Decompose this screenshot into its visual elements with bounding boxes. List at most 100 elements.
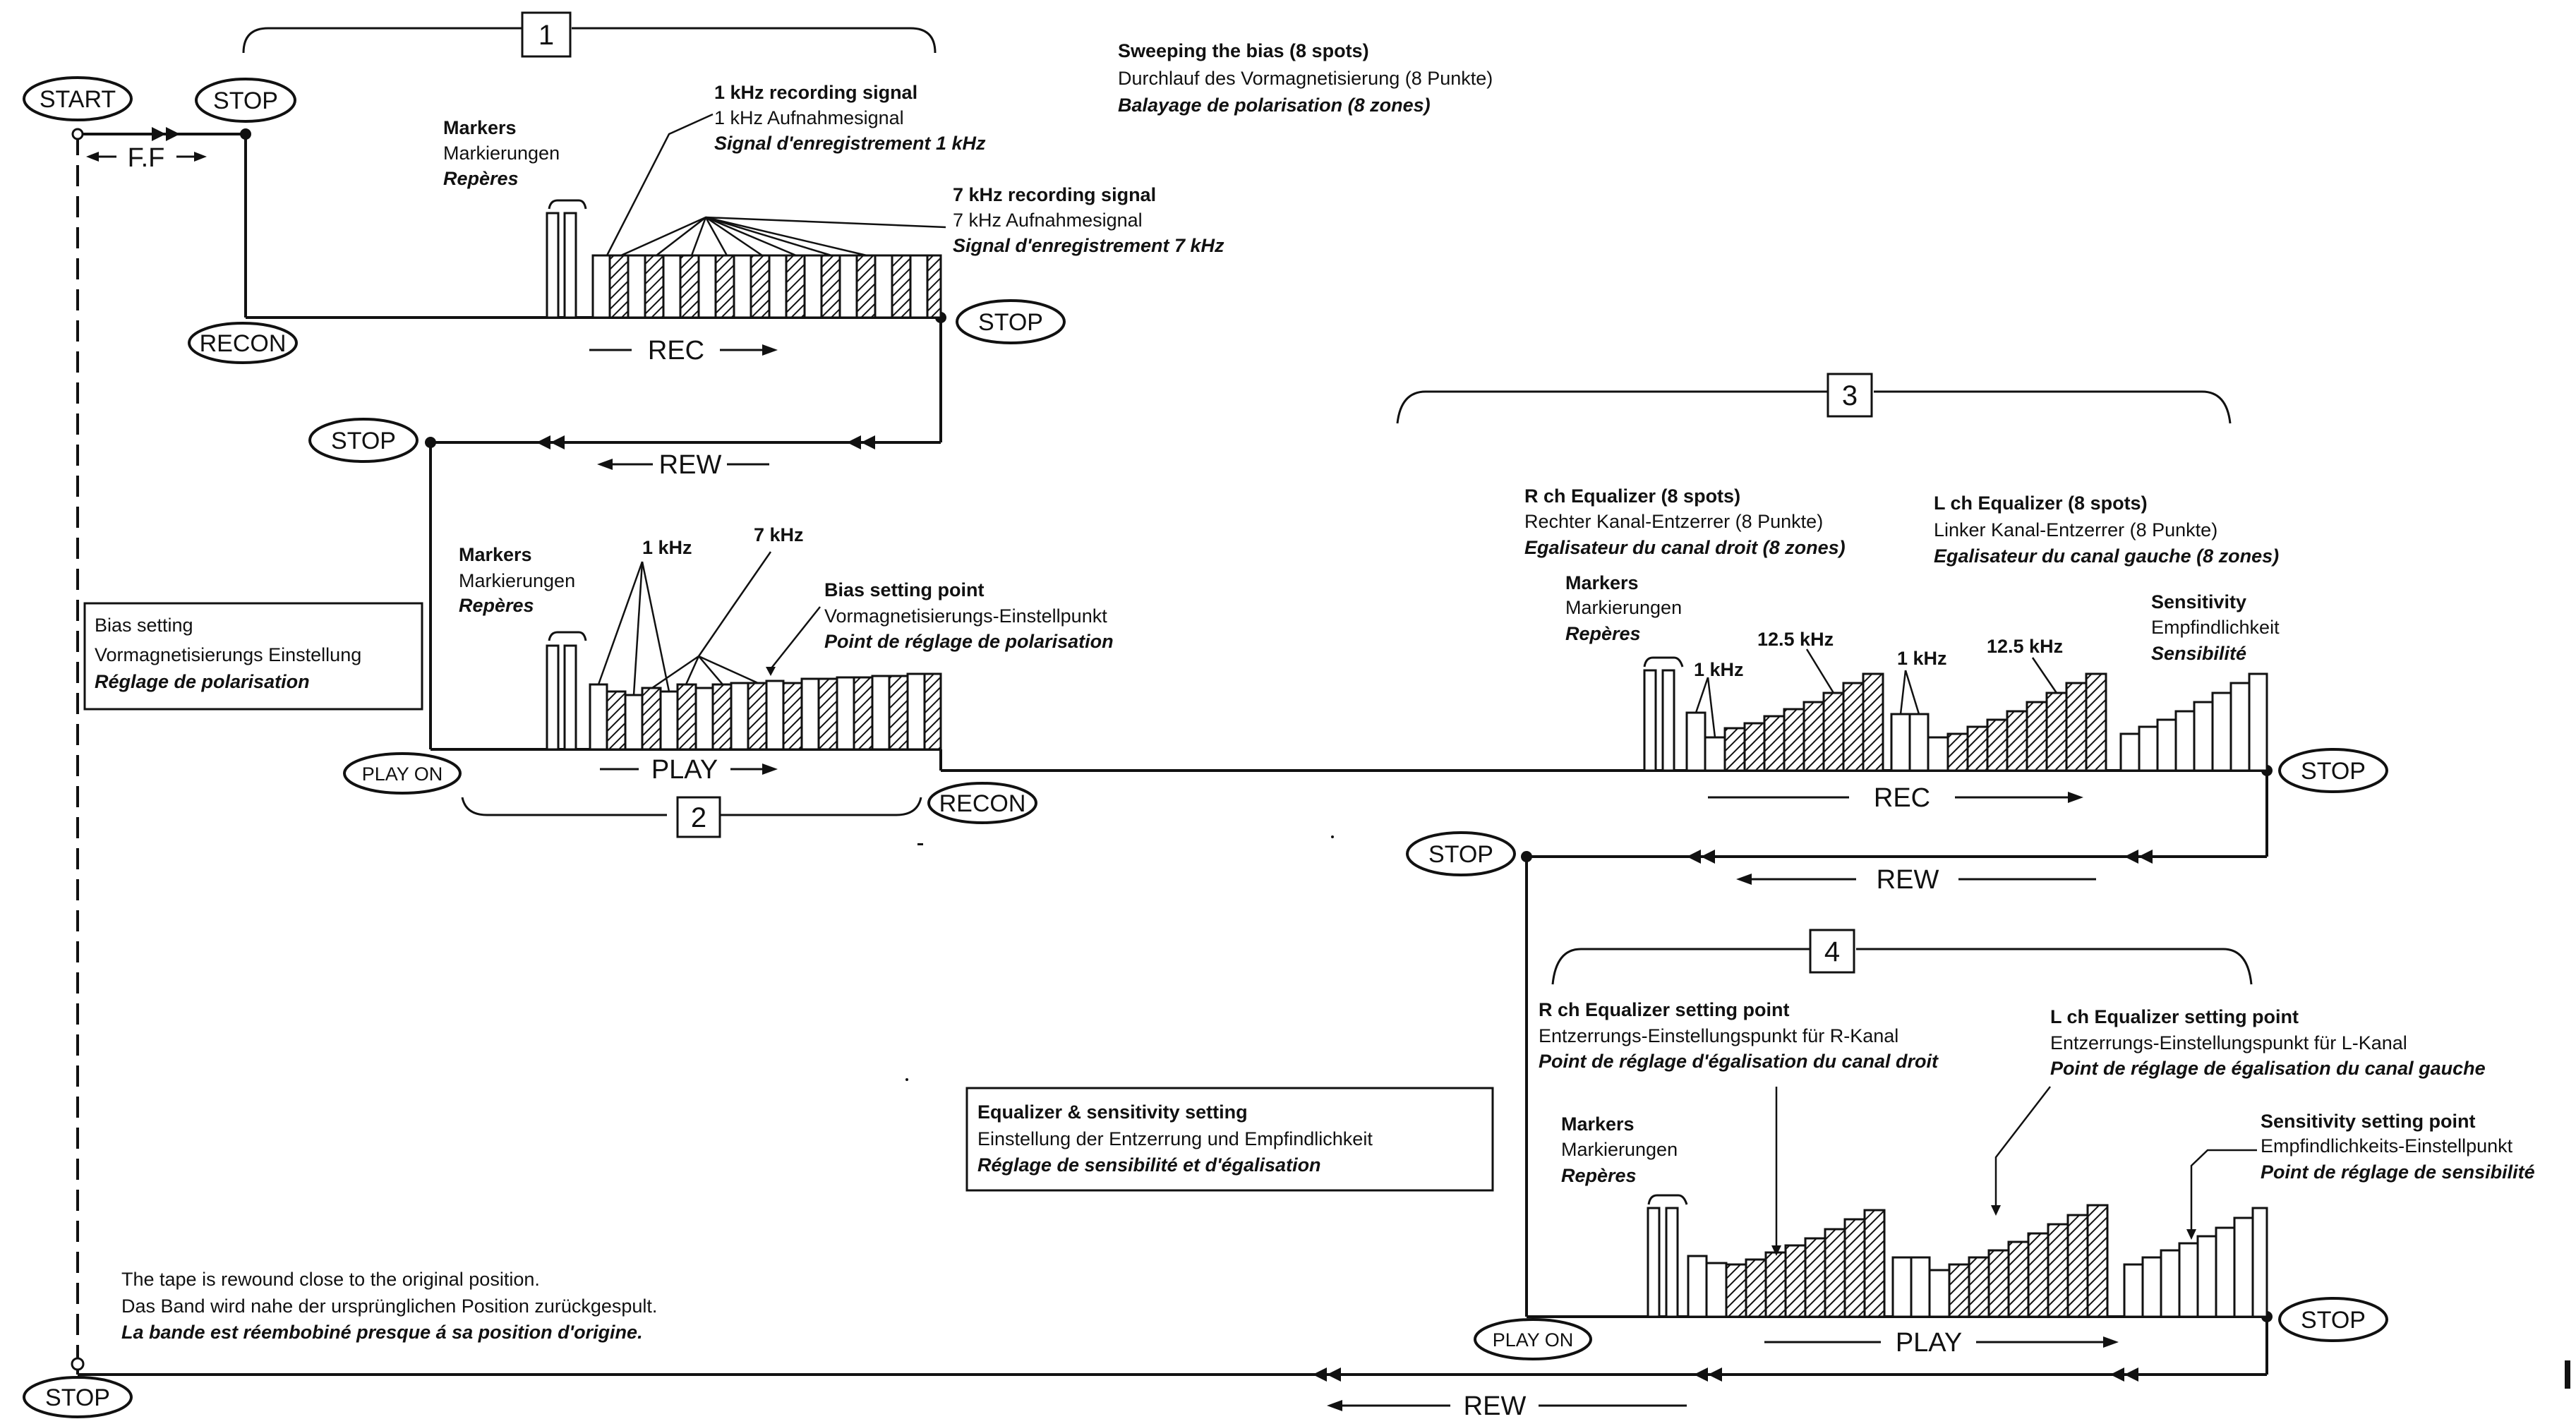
svg-text:Markierungen: Markierungen	[459, 570, 575, 591]
svg-text:Repères: Repères	[459, 595, 534, 616]
step3-signal-bars	[1643, 669, 2268, 772]
playon-node: PLAY ON	[1474, 1318, 1592, 1360]
svg-text:REW: REW	[659, 450, 722, 480]
svg-text:F.F: F.F	[128, 143, 165, 173]
svg-text:1 kHz Aufnahmesignal: 1 kHz Aufnahmesignal	[714, 107, 904, 128]
svg-text:L ch Equalizer (8 spots): L ch Equalizer (8 spots)	[1934, 493, 2148, 514]
svg-text:Empfindlichkeit: Empfindlichkeit	[2151, 617, 2280, 638]
scan-specks	[905, 835, 2570, 1389]
svg-text:START: START	[40, 86, 116, 113]
svg-text:RECON: RECON	[939, 790, 1026, 817]
svg-text:Das Band wird nahe der ursprün: Das Band wird nahe der ursprünglichen Po…	[121, 1296, 657, 1317]
svg-text:PLAY: PLAY	[651, 755, 718, 785]
svg-text:PLAY: PLAY	[1896, 1328, 1962, 1358]
svg-text:Signal d'enregistrement 1 kHz: Signal d'enregistrement 1 kHz	[714, 133, 986, 154]
svg-text:1 kHz: 1 kHz	[1897, 648, 1947, 669]
svg-text:PLAY ON: PLAY ON	[362, 763, 443, 785]
marker-braces	[548, 199, 1688, 1205]
svg-text:12.5 kHz: 12.5 kHz	[1987, 636, 2063, 657]
svg-text:Point de réglage de sensibilit: Point de réglage de sensibilité	[2261, 1161, 2535, 1183]
svg-text:RECON: RECON	[200, 330, 287, 357]
svg-text:REC: REC	[648, 336, 704, 366]
svg-text:R ch Equalizer setting point: R ch Equalizer setting point	[1539, 999, 1790, 1020]
svg-text:STOP: STOP	[1428, 841, 1493, 868]
svg-text:Markers: Markers	[1561, 1113, 1635, 1135]
step2-annotations: Markers Markierungen Repères 1 kHz 7 kHz…	[459, 524, 1114, 652]
svg-text:STOP: STOP	[213, 87, 278, 114]
svg-text:Sweeping the bias (8 spots): Sweeping the bias (8 spots)	[1118, 40, 1369, 61]
svg-text:Sensibilité: Sensibilité	[2151, 643, 2246, 664]
leader-lines	[597, 113, 2257, 1252]
step1-signal-bars	[546, 212, 942, 319]
svg-text:Réglage de polarisation: Réglage de polarisation	[95, 671, 310, 692]
svg-text:Repères: Repères	[1561, 1165, 1637, 1186]
svg-text:Sensitivity: Sensitivity	[2151, 591, 2246, 612]
svg-text:R ch Equalizer (8 spots): R ch Equalizer (8 spots)	[1524, 485, 1740, 507]
svg-text:1 kHz: 1 kHz	[1694, 659, 1744, 680]
svg-text:Point de réglage de polarisati: Point de réglage de polarisation	[824, 631, 1114, 652]
svg-text:The tape is rewound close to t: The tape is rewound close to the origina…	[121, 1269, 540, 1290]
svg-text:Entzerrungs-Einstellungspunkt: Entzerrungs-Einstellungspunkt für L-Kana…	[2050, 1032, 2407, 1053]
state-nodes: START STOP RECON STOP STOP PLAY ON RECON	[23, 76, 2388, 1418]
svg-text:Markierungen: Markierungen	[443, 143, 560, 164]
svg-text:Empfindlichkeits-Einstellpunkt: Empfindlichkeits-Einstellpunkt	[2261, 1135, 2513, 1157]
direction-arrows	[152, 127, 2153, 1382]
recon-node: RECON	[927, 782, 1037, 824]
svg-text:Repères: Repères	[1565, 623, 1641, 644]
svg-text:Markers: Markers	[443, 117, 517, 138]
stop-node: STOP	[1406, 831, 1516, 876]
svg-text:Balayage de polarisation (8 zo: Balayage de polarisation (8 zones)	[1118, 95, 1431, 116]
svg-text:Vormagnetisierungs-Einstellpun: Vormagnetisierungs-Einstellpunkt	[824, 605, 1107, 627]
svg-text:Linker Kanal-Entzerrer (8 Punk: Linker Kanal-Entzerrer (8 Punkte)	[1934, 519, 2217, 541]
svg-text:Bias setting point: Bias setting point	[824, 579, 985, 600]
stop-node: STOP	[195, 78, 296, 123]
svg-text:Repères: Repères	[443, 168, 519, 189]
svg-text:Vormagnetisierungs Einstellung: Vormagnetisierungs Einstellung	[95, 644, 361, 665]
svg-text:Point de réglage d'égalisation: Point de réglage d'égalisation du canal …	[1539, 1051, 1939, 1072]
svg-text:Sensitivity setting point: Sensitivity setting point	[2261, 1111, 2476, 1132]
stop-node: STOP	[2278, 748, 2388, 793]
recon-node: RECON	[188, 322, 298, 364]
svg-text:STOP: STOP	[2301, 1307, 2366, 1334]
svg-text:Egalisateur du canal droit (8: Egalisateur du canal droit (8 zones)	[1524, 537, 1846, 558]
svg-text:7 kHz Aufnahmesignal: 7 kHz Aufnahmesignal	[953, 210, 1143, 231]
stop-node: STOP	[956, 299, 1066, 344]
stop-node: STOP	[2278, 1297, 2388, 1342]
svg-text:12.5 kHz: 12.5 kHz	[1757, 629, 1834, 650]
step4-annotations: R ch Equalizer setting point Entzerrungs…	[1539, 999, 2535, 1186]
step3-annotations: R ch Equalizer (8 spots) Rechter Kanal-E…	[1524, 485, 2280, 680]
step-braces	[242, 27, 2253, 985]
step2-signal-bars	[546, 644, 942, 751]
transport-label-text: F.F REC REW PLAY REC REW PLAY REW	[128, 143, 1963, 1419]
svg-text:3: 3	[1842, 380, 1858, 411]
step-number-boxes: 1 2 3 4	[521, 11, 1873, 974]
svg-text:Equalizer & sensitivity settin: Equalizer & sensitivity setting	[977, 1101, 1248, 1123]
svg-text:REW: REW	[1464, 1391, 1527, 1419]
transport-labels	[86, 152, 2119, 1411]
svg-text:1 kHz recording signal: 1 kHz recording signal	[714, 82, 917, 103]
svg-text:Signal d'enregistrement 7 kHz: Signal d'enregistrement 7 kHz	[953, 235, 1224, 256]
step4-signal-bars	[1647, 1204, 2268, 1318]
step1-annotations: Sweeping the bias (8 spots) Durchlauf de…	[443, 40, 1493, 256]
svg-text:Bias setting: Bias setting	[95, 615, 193, 636]
svg-text:L ch Equalizer setting point: L ch Equalizer setting point	[2050, 1006, 2299, 1027]
svg-text:4: 4	[1824, 936, 1840, 967]
playon-node: PLAY ON	[343, 752, 462, 795]
svg-text:7 kHz: 7 kHz	[754, 524, 804, 545]
equalizer-setting-box: Equalizer & sensitivity setting Einstell…	[965, 1087, 1494, 1192]
svg-text:7 kHz recording signal: 7 kHz recording signal	[953, 184, 1156, 205]
svg-text:Markierungen: Markierungen	[1561, 1139, 1678, 1160]
stop-node: STOP	[308, 418, 419, 463]
svg-text:Rechter Kanal-Entzerrer (8 Pun: Rechter Kanal-Entzerrer (8 Punkte)	[1524, 511, 1823, 532]
svg-text:PLAY ON: PLAY ON	[1493, 1329, 1574, 1351]
svg-text:Point de réglage de égalisatio: Point de réglage de égalisation du canal…	[2050, 1058, 2486, 1079]
svg-text:REW: REW	[1877, 865, 1939, 895]
start-node: START	[23, 76, 133, 121]
svg-text:2: 2	[691, 802, 706, 833]
stop-node: STOP	[23, 1376, 133, 1418]
bias-setting-box: Bias setting Vormagnetisierungs Einstell…	[83, 602, 423, 711]
svg-text:1 kHz: 1 kHz	[642, 537, 692, 558]
svg-text:Entzerrungs-Einstellungspunkt: Entzerrungs-Einstellungspunkt für R-Kana…	[1539, 1025, 1898, 1046]
svg-text:Markierungen: Markierungen	[1565, 597, 1682, 618]
